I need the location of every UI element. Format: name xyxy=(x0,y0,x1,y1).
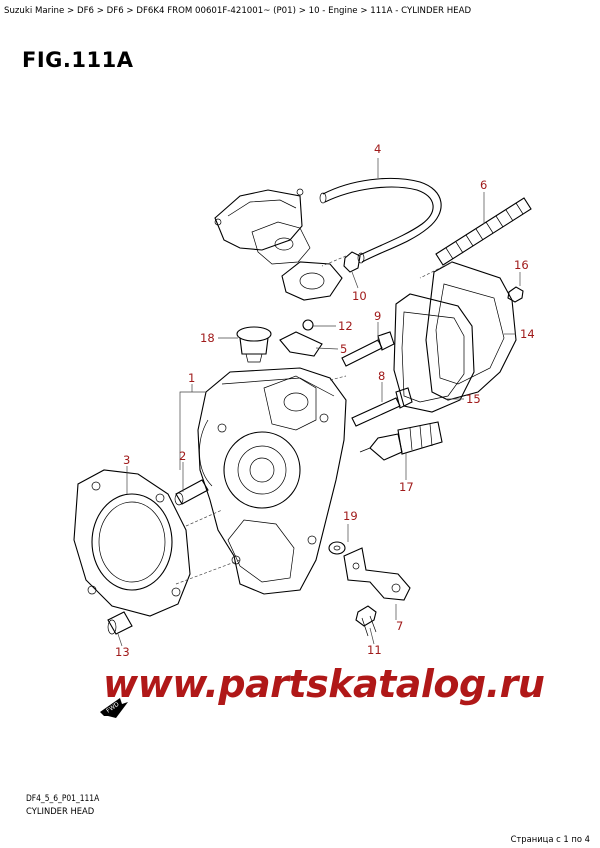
callout-9: 9 xyxy=(374,309,381,323)
callout-18: 18 xyxy=(200,331,215,345)
bolt-16-part[interactable] xyxy=(507,286,524,303)
plate-5-part[interactable] xyxy=(279,331,323,357)
callout-16: 16 xyxy=(514,258,529,272)
hose-part[interactable] xyxy=(319,177,442,264)
callout-13: 13 xyxy=(115,645,130,659)
dowel-pin-2-part[interactable] xyxy=(174,479,209,506)
bolt-9-part[interactable] xyxy=(341,331,395,367)
cylinder-head-part[interactable] xyxy=(197,367,347,595)
callout-17: 17 xyxy=(399,480,414,494)
washer-19-part[interactable] xyxy=(328,541,346,555)
callout-14: 14 xyxy=(520,327,535,341)
callout-labels: 4 6 16 10 12 5 18 9 14 8 15 17 1 2 3 19 … xyxy=(115,142,535,659)
callout-5: 5 xyxy=(340,342,347,356)
spring-sleeve-part[interactable] xyxy=(435,197,532,266)
figure-title: FIG.111A xyxy=(22,48,134,72)
thermostat-part[interactable] xyxy=(236,326,272,363)
head-cover-part[interactable] xyxy=(425,261,517,401)
bracket-part[interactable] xyxy=(343,547,411,601)
head-gasket-part[interactable] xyxy=(73,469,191,617)
callout-7: 7 xyxy=(396,619,403,633)
callout-4: 4 xyxy=(374,142,381,156)
callout-11: 11 xyxy=(367,643,382,657)
callout-3: 3 xyxy=(123,453,130,467)
callout-2: 2 xyxy=(179,449,186,463)
dowel-13-part[interactable] xyxy=(107,611,133,635)
callout-19: 19 xyxy=(343,509,358,523)
bolt-8-part[interactable] xyxy=(351,387,413,427)
callout-8: 8 xyxy=(378,369,385,383)
breadcrumb: Suzuki Marine > DF6 > DF6 > DF6K4 FROM 0… xyxy=(4,6,472,16)
screw-12-part[interactable] xyxy=(302,319,314,331)
callout-1: 1 xyxy=(188,371,195,385)
drawing-code: DF4_5_6_P01_111A xyxy=(26,793,100,803)
thermostat-cover-part[interactable] xyxy=(214,188,311,265)
callout-10: 10 xyxy=(352,289,367,303)
bolt-11-part[interactable] xyxy=(355,605,377,637)
cover-gasket-part[interactable] xyxy=(393,293,475,413)
thermostat-gasket-part[interactable] xyxy=(281,261,343,301)
callout-6: 6 xyxy=(480,178,487,192)
leader-lines xyxy=(117,158,521,647)
watermark: www.partskatalog.ru xyxy=(103,662,545,706)
drawing-caption: CYLINDER HEAD xyxy=(26,806,95,816)
callout-15: 15 xyxy=(466,392,481,406)
hose-clip-part[interactable] xyxy=(343,251,361,273)
page-counter: Страница с 1 по 4 xyxy=(510,834,590,844)
callout-12: 12 xyxy=(338,319,353,333)
spark-plug-part[interactable] xyxy=(359,421,443,461)
